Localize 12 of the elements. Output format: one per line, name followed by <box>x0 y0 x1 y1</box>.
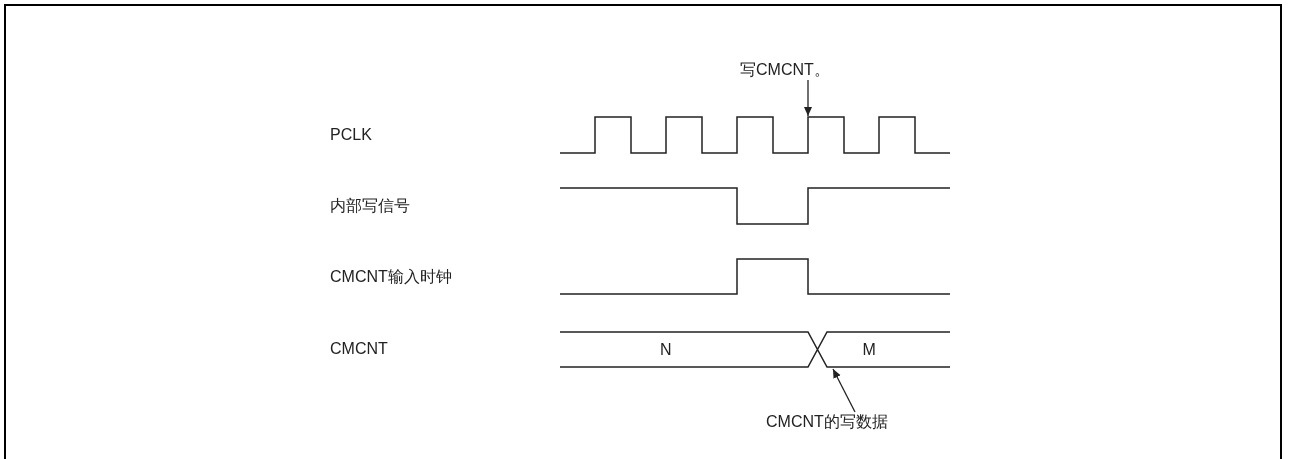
signal-name: 内部写信号 <box>330 196 410 216</box>
clock-waveform <box>559 116 951 154</box>
annotation-text: CMCNT的写数据 <box>766 412 888 432</box>
bus-value: M <box>862 340 876 360</box>
annotation-text: 写CMCNT。 <box>740 60 830 80</box>
leader-arrow <box>832 368 856 413</box>
signal-name: PCLK <box>330 125 372 145</box>
signal-name: CMCNT <box>330 339 388 359</box>
leader-arrow <box>804 79 812 117</box>
bus-value: N <box>660 340 672 360</box>
signal-name: CMCNT输入时钟 <box>330 267 452 287</box>
bus-waveform <box>559 331 951 368</box>
